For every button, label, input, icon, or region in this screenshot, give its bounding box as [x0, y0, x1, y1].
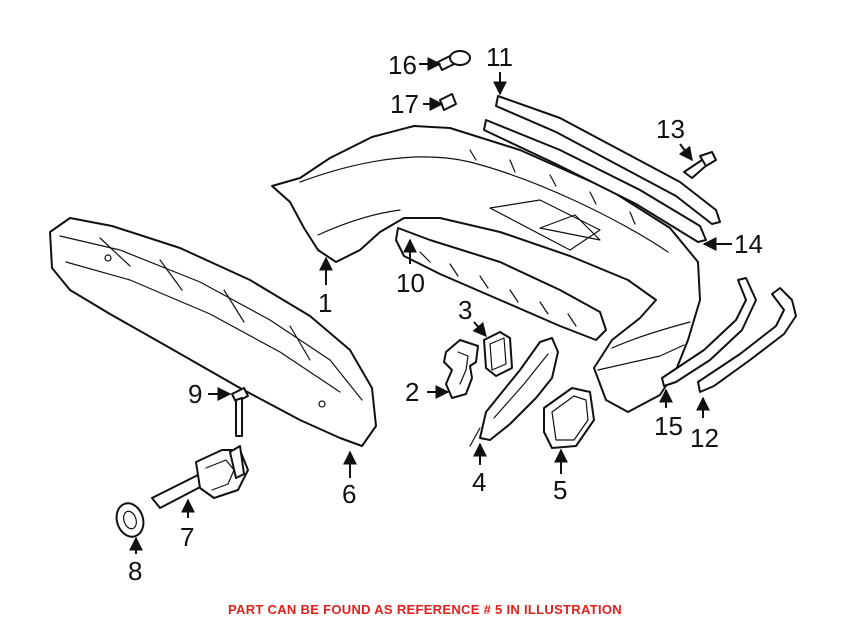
- upper-moulding-part: [495, 95, 721, 225]
- side-strip-15-part: [661, 277, 757, 387]
- clip-part: [683, 151, 717, 179]
- bolt-part: [231, 387, 249, 437]
- callout-13: 13: [656, 114, 685, 144]
- side-bracket-part: [469, 337, 559, 447]
- arrow-13: [678, 143, 693, 162]
- callout-7: 7: [180, 522, 194, 552]
- callout-5: 5: [553, 475, 567, 505]
- callout-17: 17: [390, 89, 419, 119]
- gasket-ring-part: [115, 502, 145, 538]
- bumper-cover-part: [271, 125, 701, 413]
- callout-1: 1: [318, 288, 332, 318]
- callout-2: 2: [405, 377, 419, 407]
- callout-11: 11: [486, 42, 513, 72]
- callout-9: 9: [188, 379, 202, 409]
- callout-labels: 1 2 3 4 5 6 7 8 9 10 11 12 13 14 15 16 1…: [128, 42, 763, 586]
- impact-bar-part: [49, 217, 377, 447]
- cover-cap-part: [483, 331, 513, 377]
- shock-absorber-part: [151, 445, 249, 509]
- callout-16: 16: [388, 50, 417, 80]
- callout-8: 8: [128, 556, 142, 586]
- lower-valance-part: [395, 227, 607, 341]
- callout-6: 6: [342, 479, 356, 509]
- callout-10: 10: [396, 268, 425, 298]
- leader-arrows: [129, 57, 732, 554]
- callout-14: 14: [734, 229, 763, 259]
- tow-hook-cover-part: [543, 387, 595, 449]
- bracket-part: [443, 339, 479, 399]
- trim-strip-part: [483, 119, 707, 243]
- arrow-3: [472, 321, 487, 338]
- callout-4: 4: [472, 467, 486, 497]
- screw-16-part: [437, 50, 471, 71]
- side-strip-12-part: [697, 287, 797, 393]
- clip-nut-17-part: [439, 93, 457, 111]
- reference-note: PART CAN BE FOUND AS REFERENCE # 5 IN IL…: [228, 602, 622, 617]
- callout-3: 3: [458, 295, 472, 325]
- callout-15: 15: [654, 411, 683, 441]
- callout-12: 12: [690, 423, 719, 453]
